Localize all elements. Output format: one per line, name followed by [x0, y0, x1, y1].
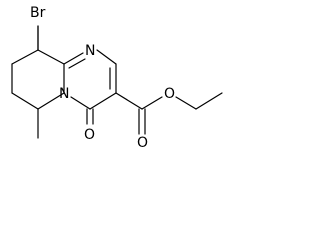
chemical-structure-diagram: Br N N O O O: [11, 5, 223, 151]
bond-c4-c5: [11, 92, 39, 110]
ring-nitrogen-top-label: N: [85, 43, 95, 59]
bond-c3-ester-carbon: [115, 92, 143, 110]
bond-c2-c3: [11, 49, 39, 65]
ketone-oxygen-label: O: [84, 127, 95, 143]
ring-nitrogen-bridge-label: N: [59, 86, 69, 102]
bond-c4-n: [70, 96, 91, 110]
bond-ether-oxygen-ethyl: [175, 96, 197, 110]
bromine-label: Br: [30, 5, 46, 21]
bond-c8a-cbr: [37, 49, 65, 65]
bond-c8a-n1: [63, 52, 84, 65]
ester-ether-oxygen-label: O: [164, 86, 175, 102]
bond-c8a-n1-double: [68, 58, 86, 69]
bond-n1-c2: [96, 49, 117, 65]
bond-ester-carbon-oxygen: [141, 96, 163, 110]
ester-carbonyl-oxygen-label: O: [137, 135, 148, 151]
bond-c5-n: [37, 92, 65, 110]
bond-c3-c4: [89, 92, 117, 110]
bond-ethyl: [195, 92, 223, 110]
